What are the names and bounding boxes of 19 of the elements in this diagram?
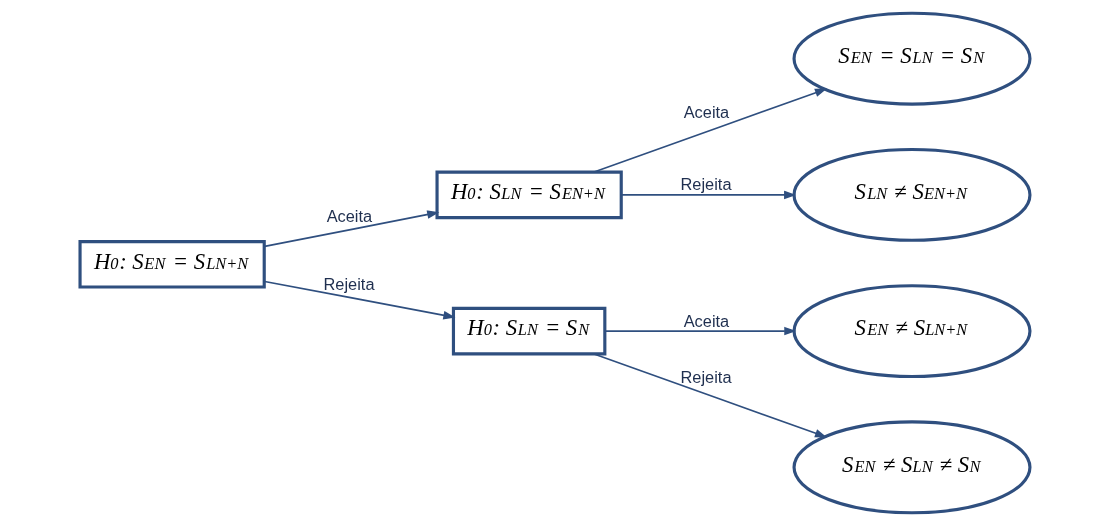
arrow — [593, 353, 828, 438]
edge-label: Rejeita — [680, 175, 732, 194]
node-ellipse: SLN ≠ SEN+N — [792, 147, 1032, 242]
edge-label: Aceita — [683, 311, 730, 330]
node-box: H0: SEN = SLN+N — [78, 239, 266, 289]
node-ellipse: SEN = SLN = SN — [792, 11, 1032, 106]
arrow — [263, 280, 456, 320]
node-ellipse: SEN ≠ SLN+N — [792, 284, 1032, 379]
node-box: H0: SLN = SN — [451, 306, 607, 356]
edge-label: Rejeita — [680, 368, 732, 387]
arrow — [263, 210, 440, 248]
arrow — [620, 190, 797, 200]
edge-label: Rejeita — [323, 275, 375, 293]
node-box: H0: SLN = SEN+N — [435, 170, 623, 220]
node-ellipse: SEN ≠ SLN ≠ SN — [792, 420, 1032, 515]
arrow — [604, 326, 797, 336]
edge-label: Aceita — [683, 103, 730, 122]
edge-label: Aceita — [326, 206, 373, 225]
arrow — [593, 88, 828, 173]
